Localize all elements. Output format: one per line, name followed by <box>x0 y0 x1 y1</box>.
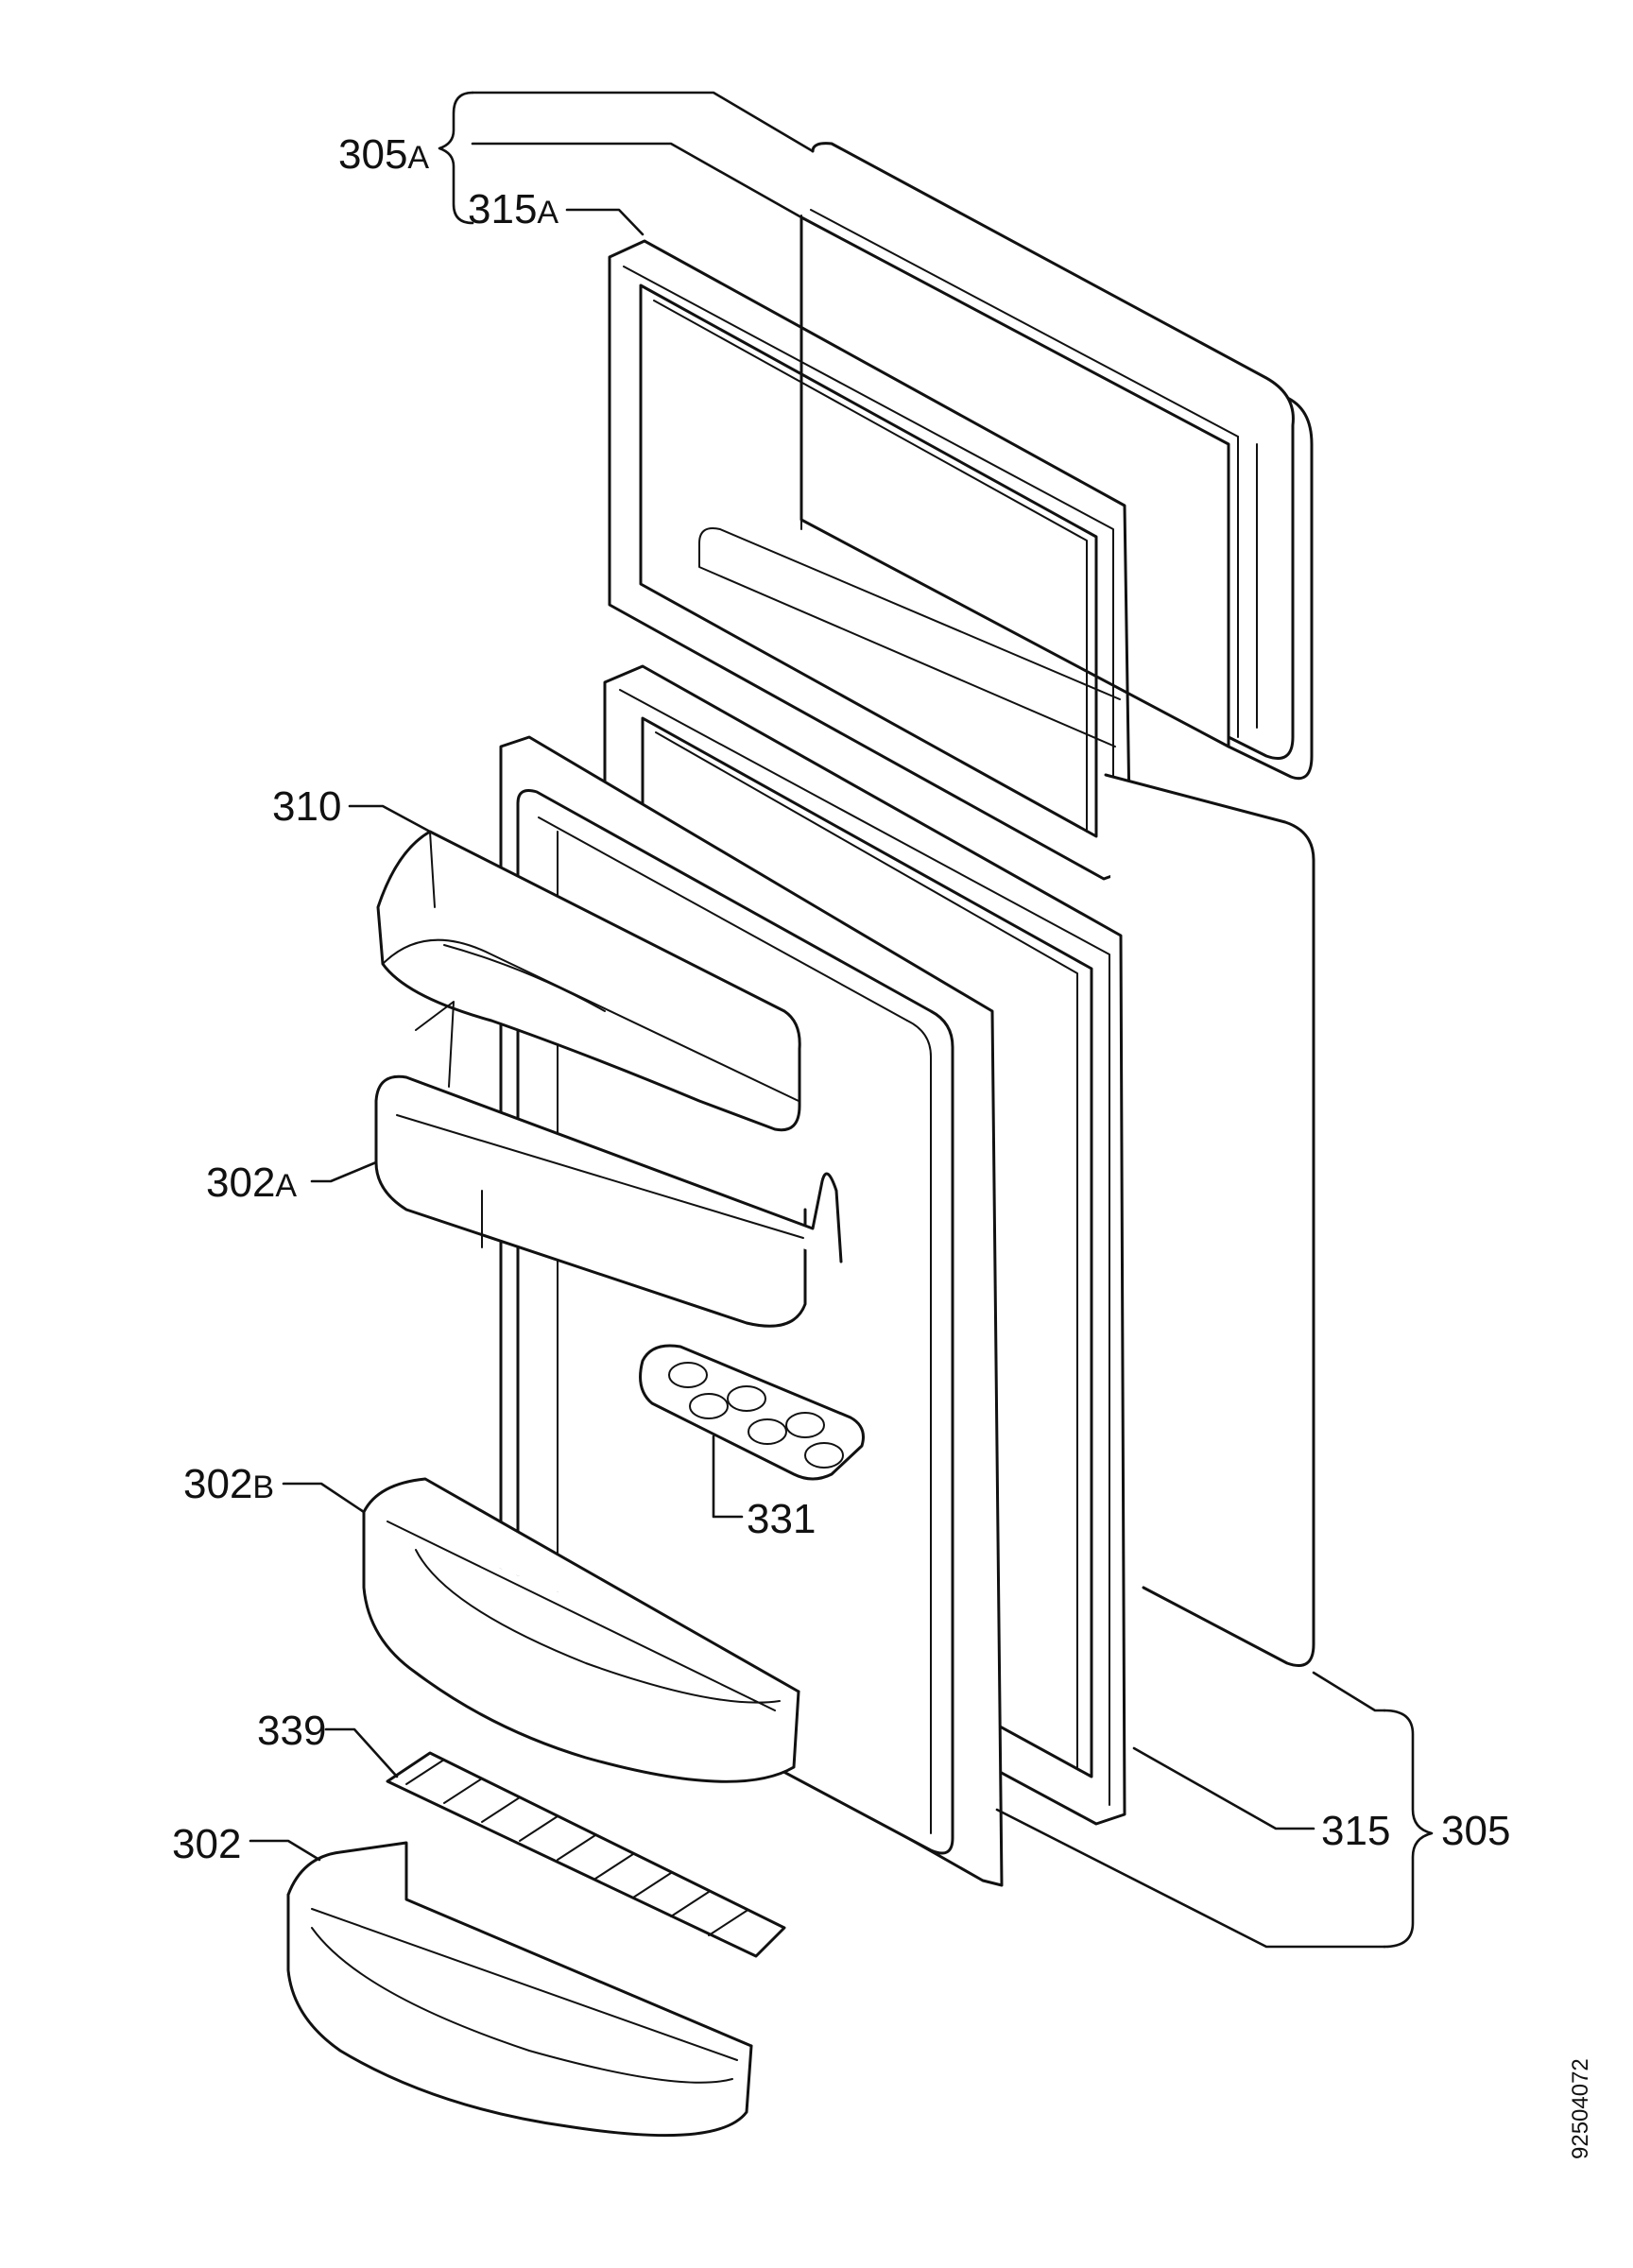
dairy-compartment-310 <box>376 830 801 1132</box>
freezer-door-305a <box>698 142 1314 781</box>
callout-315: 315 <box>1321 1808 1390 1854</box>
callout-302b: 302B <box>183 1461 274 1507</box>
wire-shelf-339 <box>386 1751 786 1958</box>
callout-302: 302 <box>172 1821 241 1867</box>
callout-305: 305 <box>1441 1808 1510 1854</box>
callout-339: 339 <box>257 1708 326 1754</box>
callout-315a: 315A <box>468 186 559 232</box>
callout-302a: 302A <box>206 1160 297 1206</box>
door-shelf-302 <box>286 1841 753 2138</box>
door-shelf-302a <box>374 1001 843 1328</box>
drawing-code: 92504072 <box>1568 2058 1593 2159</box>
callout-305a: 305A <box>338 131 429 178</box>
callout-310: 310 <box>272 783 341 830</box>
fridge-door-outer-panel <box>1104 773 1315 1667</box>
door-shelf-302b <box>362 1477 800 1783</box>
callout-labels: 305A 315A 310 302A 302B 331 339 302 315 … <box>172 131 1510 1867</box>
egg-tray-331 <box>639 1344 865 1481</box>
callout-331: 331 <box>747 1496 816 1542</box>
leader-lines <box>249 91 1434 1949</box>
